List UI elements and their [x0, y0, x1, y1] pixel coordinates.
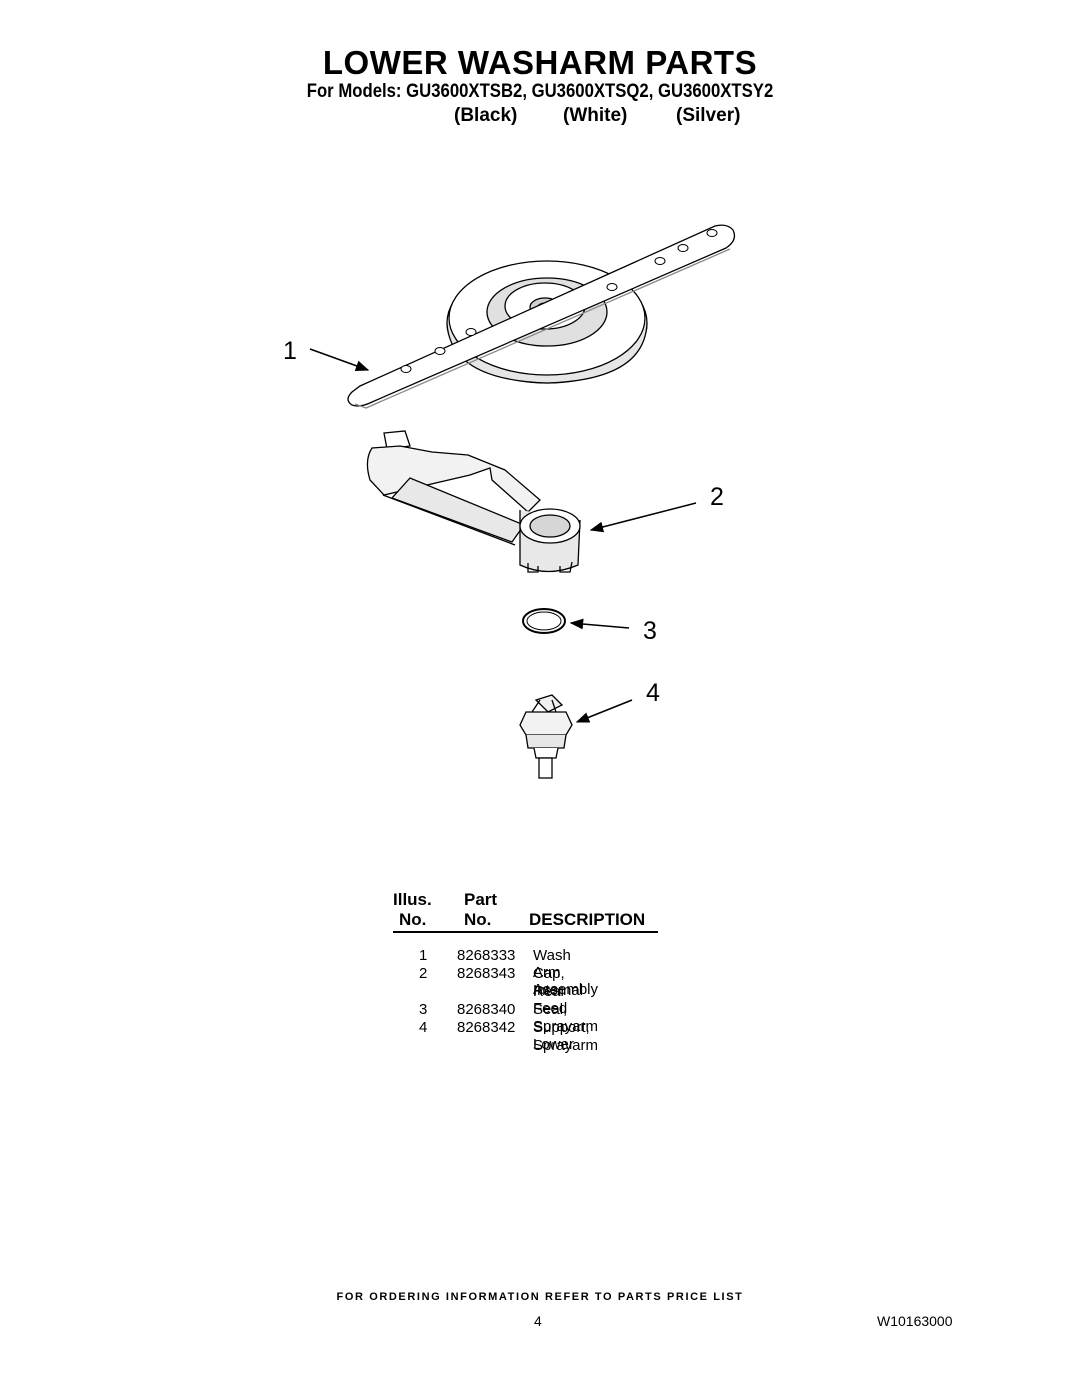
row-1-illus: 1 — [419, 947, 428, 964]
wash-arm-assembly-drawing — [347, 224, 736, 409]
callout-4: 4 — [646, 679, 660, 707]
row-2-illus: 2 — [419, 965, 428, 982]
color-silver-label: (Silver) — [676, 105, 741, 126]
callout-1-leader — [309, 348, 370, 371]
page-number: 4 — [534, 1313, 542, 1329]
row-4-illus: 4 — [419, 1019, 428, 1036]
cap-internal-rear-feed-drawing — [366, 430, 581, 573]
row-3-illus: 3 — [419, 1001, 428, 1018]
document-number: W10163000 — [877, 1313, 953, 1329]
header-rule — [393, 931, 658, 933]
row-2-desc: Cap, Internal — [533, 965, 584, 999]
row-4-desc-cont: Sprayarm — [533, 1037, 599, 1054]
row-2-part: 8268343 — [457, 965, 516, 982]
color-white-label: (White) — [563, 105, 628, 126]
callout-4-leader — [575, 699, 633, 723]
row-2-desc-cont: Rear Feed — [533, 983, 568, 1017]
seal-sprayarm-drawing — [522, 608, 566, 634]
row-3-part: 8268340 — [457, 1001, 516, 1018]
models-line: For Models: GU3600XTSB2, GU3600XTSQ2, GU… — [306, 81, 774, 102]
callout-2-leader — [589, 502, 697, 533]
color-black-label: (Black) — [454, 105, 518, 126]
exploded-parts-diagram: 1 2 3 4 — [283, 224, 736, 779]
callout-2: 2 — [710, 483, 724, 511]
callout-1: 1 — [283, 337, 297, 365]
support-lower-sprayarm-drawing — [519, 694, 573, 779]
description-header: DESCRIPTION — [529, 910, 646, 929]
row-4-desc: Support, Lower — [533, 1019, 590, 1053]
page-title: LOWER WASHARM PARTS — [322, 44, 758, 81]
row-4-part: 8268342 — [457, 1019, 516, 1036]
ordering-info-note: FOR ORDERING INFORMATION REFER TO PARTS … — [336, 1291, 744, 1303]
part-header-line2: No. — [464, 910, 492, 929]
row-1-desc: Wash Arm Assembly — [533, 947, 599, 998]
callout-3: 3 — [643, 617, 657, 645]
row-1-part: 8268333 — [457, 947, 516, 964]
illus-header-line2: No. — [399, 910, 427, 929]
row-3-desc: Seal, Sprayarm — [533, 1001, 599, 1035]
callout-3-leader — [569, 618, 630, 630]
part-header-line1: Part — [464, 890, 498, 909]
illus-header-line1: Illus. — [393, 890, 432, 909]
